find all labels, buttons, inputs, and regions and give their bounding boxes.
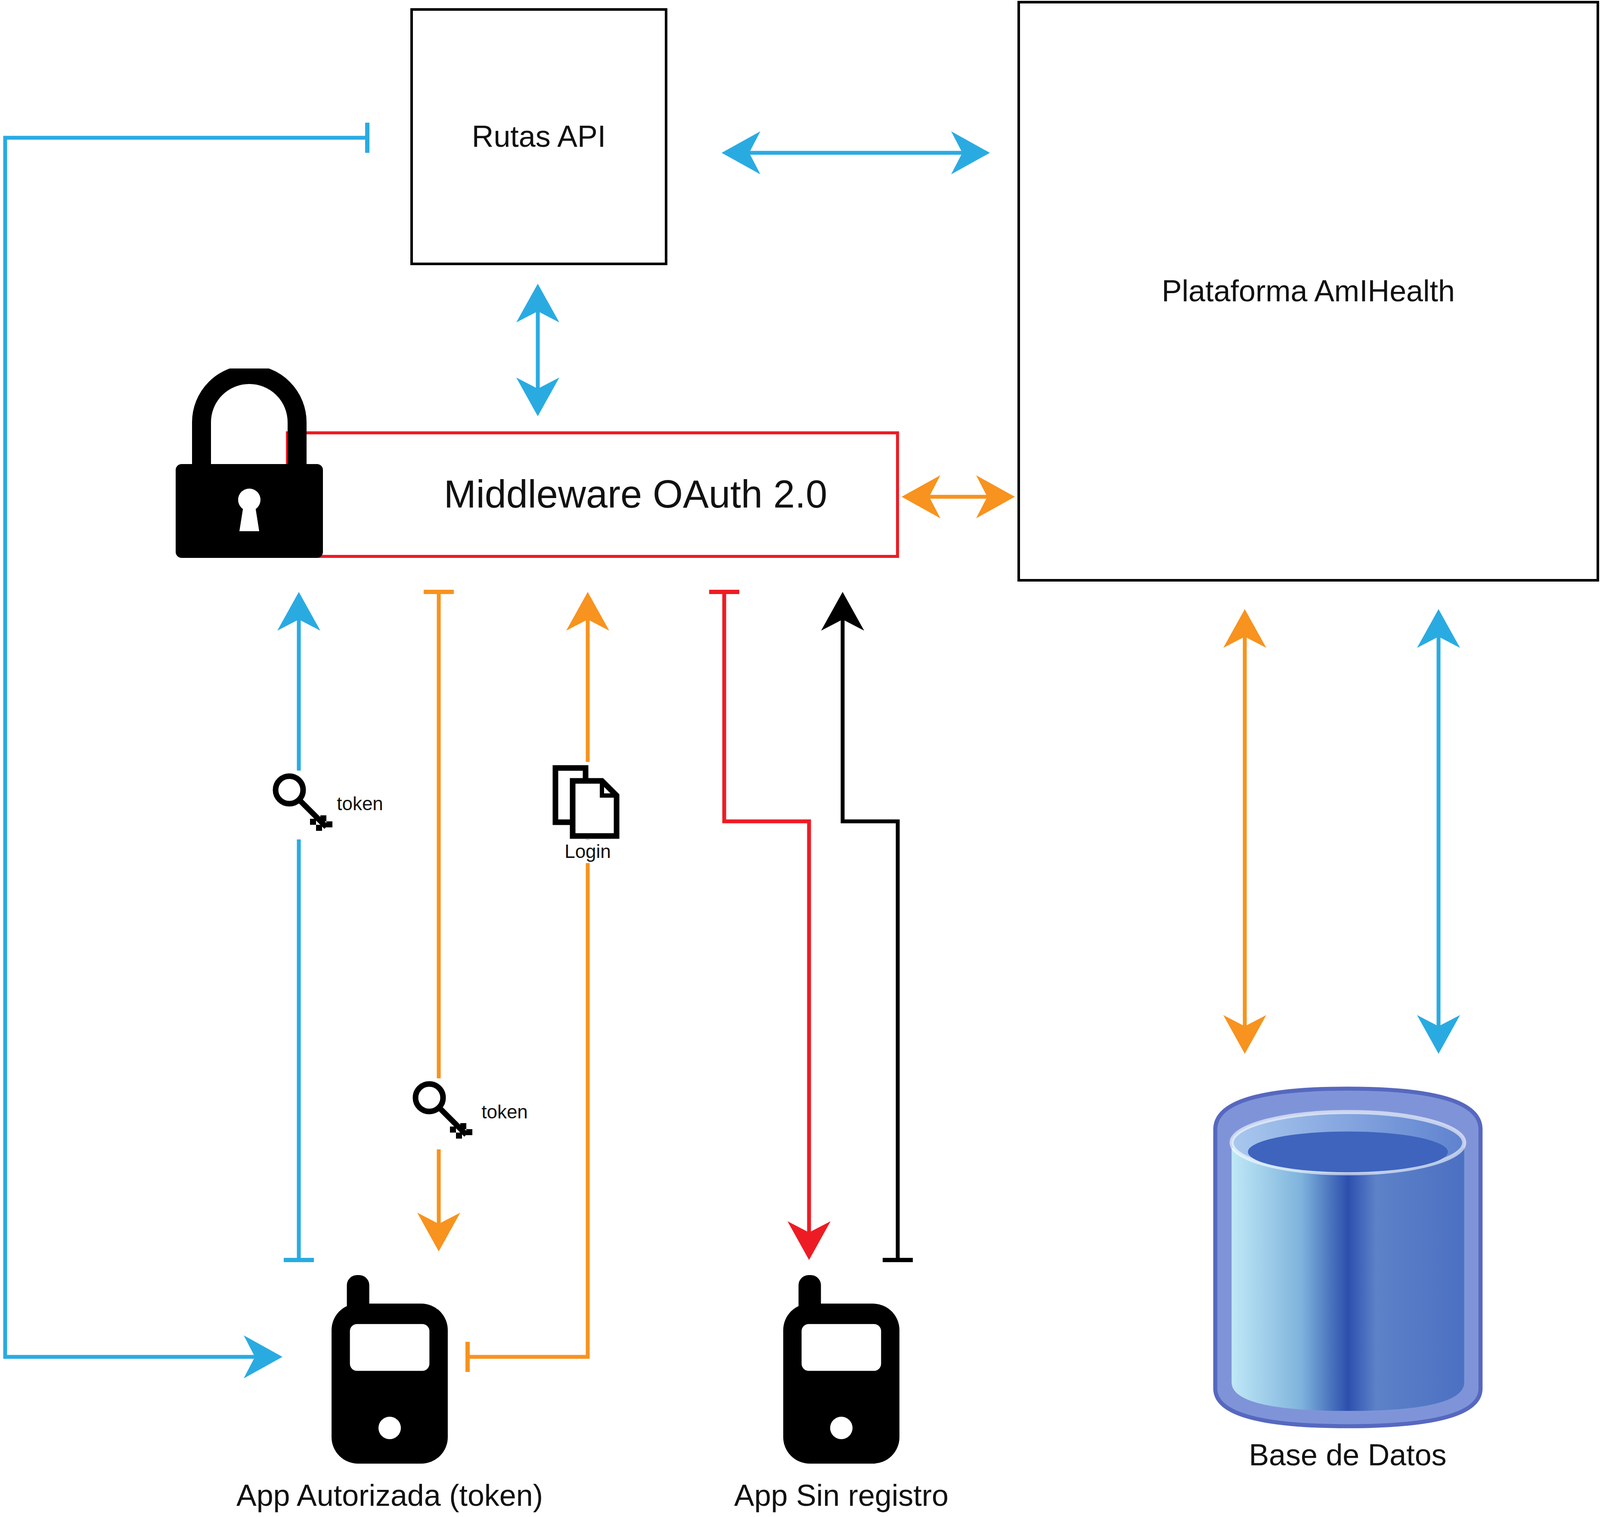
connector-arrow bbox=[467, 617, 588, 1358]
key-tooth bbox=[320, 815, 327, 822]
key-bow bbox=[415, 1084, 444, 1112]
phone-button bbox=[830, 1417, 853, 1440]
phone-icon bbox=[331, 1275, 448, 1464]
key-icon bbox=[275, 770, 333, 840]
database-shell bbox=[1215, 1088, 1481, 1427]
connector-arrow bbox=[747, 151, 965, 156]
mobile-app-node: App Autorizada (token) bbox=[195, 1275, 584, 1514]
keyhole bbox=[239, 504, 260, 532]
documents-icon bbox=[551, 762, 625, 840]
document-fold bbox=[601, 781, 617, 796]
connector-arrow bbox=[5, 137, 368, 1358]
connector-arrow bbox=[724, 592, 810, 1235]
line-gap bbox=[275, 770, 328, 840]
key-tooth bbox=[326, 821, 333, 828]
database-body bbox=[1231, 1147, 1464, 1411]
middleware-box: Middleware OAuth 2.0 bbox=[285, 431, 900, 559]
phone-screen bbox=[801, 1324, 882, 1372]
connector-arrow bbox=[1243, 635, 1247, 1029]
phone-screen bbox=[350, 1324, 430, 1372]
api-routes-box: Rutas API bbox=[410, 8, 668, 266]
database-node: Base de Datos bbox=[1153, 1086, 1542, 1473]
key-tooth bbox=[316, 824, 323, 832]
phone-body bbox=[783, 1303, 900, 1464]
key-icon bbox=[415, 1078, 473, 1150]
edge-label: token bbox=[477, 1100, 532, 1124]
node-label: App Autorizada (token) bbox=[236, 1478, 543, 1514]
node-label: Base de Datos bbox=[1248, 1438, 1447, 1473]
padlock-shackle bbox=[201, 374, 298, 468]
key-tooth bbox=[455, 1132, 463, 1139]
line-gap bbox=[415, 1078, 468, 1150]
padlock-icon bbox=[174, 368, 324, 559]
key-bow bbox=[275, 776, 304, 804]
key-tooth bbox=[460, 1123, 467, 1130]
key-tooth bbox=[310, 818, 317, 825]
node-label: Plataforma AmIHealth bbox=[1161, 273, 1455, 309]
mobile-app-node: App Sin registro bbox=[647, 1275, 1036, 1514]
phone-button bbox=[378, 1417, 401, 1440]
node-label: Middleware OAuth 2.0 bbox=[443, 472, 828, 518]
connector-arrow bbox=[927, 495, 990, 500]
line-gap bbox=[551, 762, 625, 840]
database-top bbox=[1231, 1112, 1464, 1174]
key-shaft bbox=[439, 1108, 467, 1135]
key-tooth bbox=[466, 1129, 473, 1136]
document-front bbox=[572, 781, 617, 837]
database-opening bbox=[1247, 1131, 1448, 1173]
edge-label: token bbox=[333, 792, 387, 816]
connector-arrow bbox=[842, 617, 898, 1261]
platform-box: Plataforma AmIHealth bbox=[1017, 0, 1600, 582]
node-label: Rutas API bbox=[471, 119, 606, 155]
key-shaft bbox=[299, 800, 327, 828]
padlock-body bbox=[175, 464, 323, 559]
key-tooth bbox=[449, 1126, 456, 1133]
edge-label: Login bbox=[561, 840, 615, 864]
phone-body bbox=[331, 1303, 448, 1464]
phone-icon bbox=[783, 1275, 900, 1464]
connector-arrow bbox=[1436, 635, 1441, 1029]
connector-arrow bbox=[536, 309, 540, 391]
node-label: App Sin registro bbox=[734, 1478, 949, 1514]
database-icon bbox=[1211, 1086, 1485, 1429]
connector-arrow bbox=[297, 617, 301, 1261]
